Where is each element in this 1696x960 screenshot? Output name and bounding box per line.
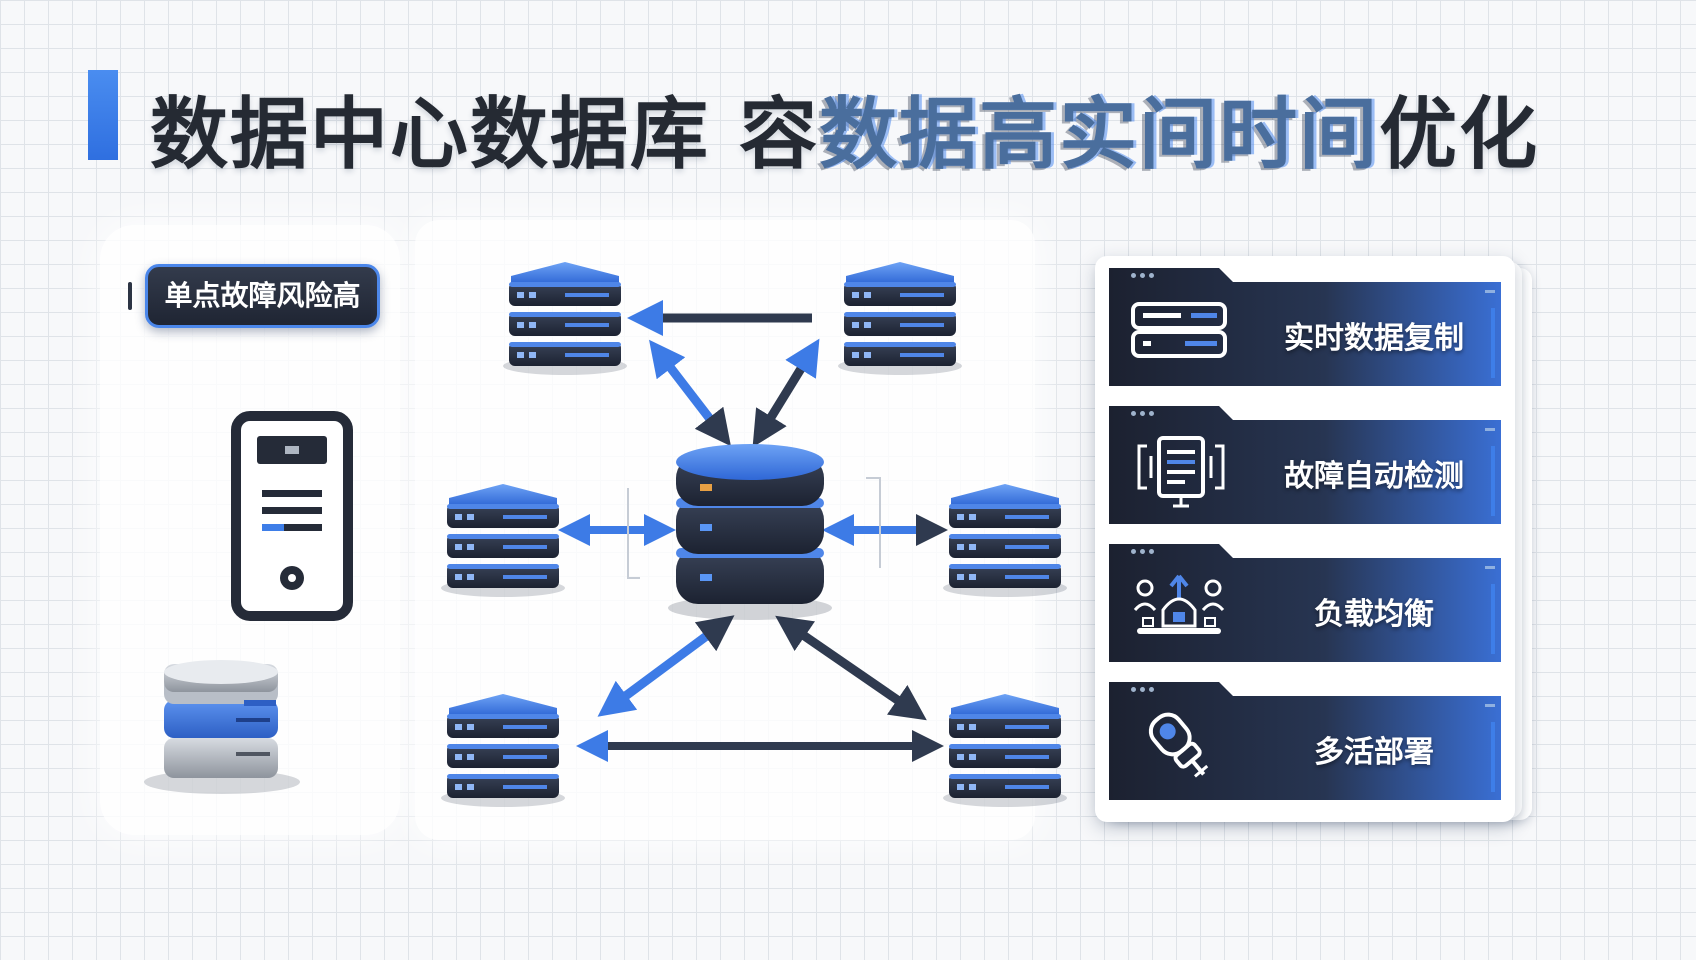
feature-card-realtime-replication: 实时数据复制	[1109, 268, 1501, 386]
title-accent-bar	[88, 70, 118, 160]
server-rack-icon	[1131, 302, 1227, 358]
feature-label: 实时数据复制	[1284, 321, 1464, 356]
plug-link-icon	[1148, 712, 1209, 778]
feature-label: 负载均衡	[1314, 597, 1434, 632]
arrow-top-right-diagonal	[752, 338, 820, 448]
feature-card-load-balancing: 负载均衡	[1109, 544, 1501, 662]
card-window-dots	[1131, 687, 1154, 692]
people-balance-icon	[1133, 574, 1225, 634]
card-window-dots	[1131, 549, 1154, 554]
risk-badge: 单点故障风险高	[145, 264, 380, 328]
server-middle-left	[441, 484, 565, 597]
card-window-dots	[1131, 411, 1154, 416]
arrow-top-left-diagonal	[649, 339, 731, 447]
legacy-database-icon	[144, 660, 300, 794]
solution-feature-panel: 实时数据复制 故	[1095, 256, 1515, 822]
server-bottom-right	[943, 694, 1067, 807]
central-database-icon	[627, 444, 881, 620]
card-window-dots	[1131, 273, 1154, 278]
document-scan-icon	[1137, 436, 1225, 508]
arrow-bottom-right-diagonal	[775, 615, 927, 721]
feature-label: 多活部署	[1314, 735, 1434, 770]
page-title-part3: 优化	[1379, 90, 1540, 180]
risk-tick-mark	[128, 282, 132, 310]
page-title: 数据中心数据库 容数据高实间时间优化	[150, 72, 1539, 184]
feature-card-frame	[1109, 682, 1501, 800]
feature-card-failure-detection: 故障自动检测	[1109, 406, 1501, 524]
server-top-right	[838, 262, 962, 375]
page-title-part1: 数据中心数据库 容	[150, 90, 820, 180]
replication-arrows	[558, 300, 948, 762]
server-middle-right	[943, 484, 1067, 597]
server-bottom-left	[441, 694, 565, 807]
feature-label: 故障自动检测	[1284, 459, 1464, 494]
feature-card-frame	[1109, 406, 1501, 524]
arrow-bottom-left-diagonal	[597, 615, 735, 717]
feature-card-multi-active: 多活部署	[1109, 682, 1501, 800]
tower-server-icon	[231, 411, 353, 621]
server-top-left	[503, 262, 627, 375]
page-title-part2: 数据高实间时间	[819, 90, 1380, 180]
